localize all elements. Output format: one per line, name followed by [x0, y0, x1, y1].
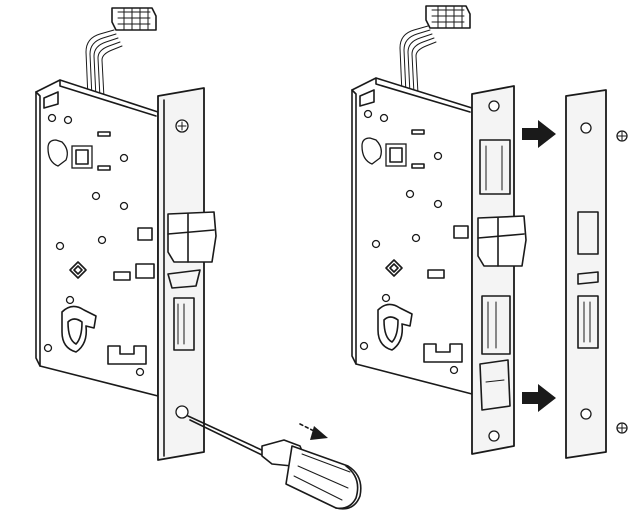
screw-icon	[616, 422, 628, 434]
lock-front-edge	[471, 85, 527, 455]
faceplate-icon	[565, 89, 607, 459]
screw-icon	[616, 130, 628, 142]
mortise-lock-body-icon	[351, 77, 473, 395]
wire-harness-icon	[399, 5, 471, 95]
mortise-lock-body-icon	[35, 79, 159, 397]
screwdriver-icon	[187, 415, 362, 510]
arrow-right-icon	[522, 384, 556, 412]
arrow-right-icon	[522, 120, 556, 148]
step-2-assembly	[351, 5, 628, 459]
faceplate-icon	[157, 87, 217, 461]
arrow-down-right-icon	[299, 423, 328, 440]
step-1-assembly	[35, 7, 362, 510]
wire-harness-icon	[85, 7, 157, 99]
